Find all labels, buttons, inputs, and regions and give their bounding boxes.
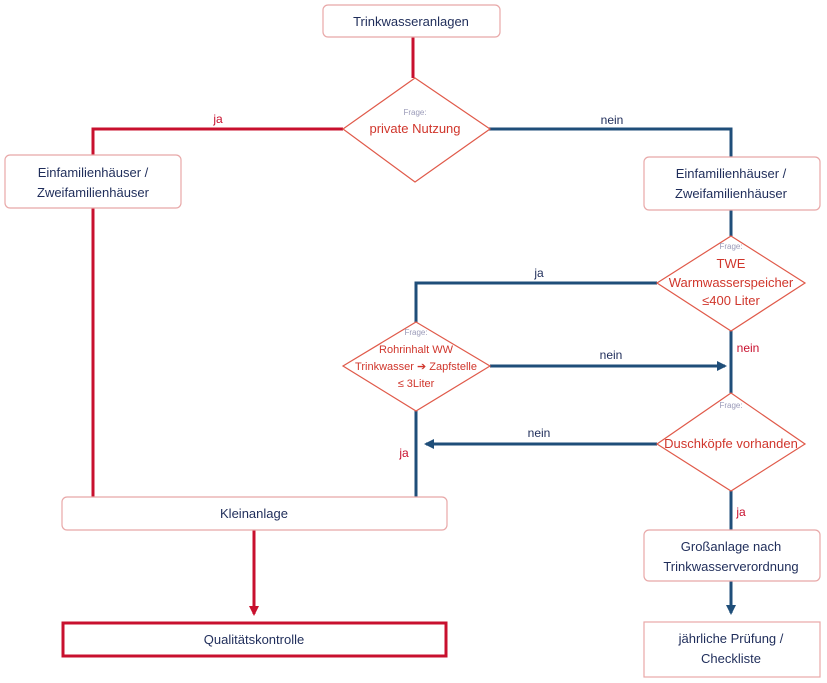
label-rohr-ja: ja: [398, 446, 409, 460]
question-rohrinhalt: Frage: Rohrinhalt WW Trinkwasser ➔ Zapfs…: [341, 321, 492, 412]
node-grossanlage: Großanlage nach Trinkwasserverordnung: [643, 529, 821, 582]
node-right-houses-line2: Zweifamilienhäuser: [675, 186, 788, 201]
node-pruefung: jährliche Prüfung / Checkliste: [643, 621, 821, 678]
label-private-nein: nein: [601, 113, 624, 127]
node-grossanlage-line1: Großanlage nach: [681, 539, 781, 554]
label-dusch-ja: ja: [735, 505, 746, 519]
node-qualitaetskontrolle-label: Qualitätskontrolle: [204, 632, 304, 647]
question-rohrinhalt-line2: Trinkwasser ➔ Zapfstelle: [355, 361, 477, 373]
question-private-nutzung-label: private Nutzung: [369, 121, 460, 136]
node-pruefung-line2: Checkliste: [701, 651, 761, 666]
node-kleinanlage-label: Kleinanlage: [220, 506, 288, 521]
node-pruefung-line1: jährliche Prüfung /: [678, 631, 784, 646]
question-rohrinhalt-line3: ≤ 3Liter: [398, 378, 435, 390]
question-duschkoepfe-label: Duschköpfe vorhanden: [664, 436, 798, 451]
question-twe-line3: ≤400 Liter: [702, 293, 760, 308]
label-rohr-nein: nein: [600, 348, 623, 362]
label-private-ja: ja: [212, 112, 223, 126]
connector-private-nein: [486, 127, 733, 157]
edge-labels: ja nein ja nein nein nein ja ja: [212, 112, 759, 519]
question-duschkoepfe: Frage: Duschköpfe vorhanden: [655, 392, 807, 492]
node-kleinanlage: Kleinanlage: [61, 496, 448, 531]
connectors: [91, 37, 736, 616]
node-trinkwasseranlagen: Trinkwasseranlagen: [322, 4, 501, 38]
node-right-houses: Einfamilienhäuser / Zweifamilienhäuser: [643, 156, 821, 211]
node-grossanlage-line2: Trinkwasserverordnung: [663, 559, 798, 574]
question-private-nutzung: Frage: private Nutzung: [341, 77, 492, 183]
node-qualitaetskontrolle: Qualitätskontrolle: [61, 621, 448, 658]
question-prefix: Frage:: [719, 242, 742, 251]
question-prefix: Frage:: [404, 328, 427, 337]
question-twe: Frage: TWE Warmwasserspeicher ≤400 Liter: [655, 235, 807, 332]
node-trinkwasseranlagen-label: Trinkwasseranlagen: [353, 14, 469, 29]
question-twe-line1: TWE: [717, 256, 746, 271]
connector-private-ja: [91, 127, 343, 157]
question-prefix: Frage:: [719, 401, 742, 410]
node-left-houses-line1: Einfamilienhäuser /: [38, 165, 149, 180]
node-left-houses-line2: Zweifamilienhäuser: [37, 185, 150, 200]
question-rohrinhalt-line1: Rohrinhalt WW: [379, 344, 454, 356]
connector-twe-ja: [414, 281, 657, 322]
label-dusch-nein: nein: [528, 426, 551, 440]
question-prefix: Frage:: [403, 108, 426, 117]
label-twe-ja: ja: [533, 266, 544, 280]
node-left-houses: Einfamilienhäuser / Zweifamilienhäuser: [4, 154, 182, 209]
node-right-houses-line1: Einfamilienhäuser /: [676, 166, 787, 181]
question-twe-line2: Warmwasserspeicher: [669, 275, 794, 290]
label-twe-nein: nein: [737, 341, 760, 355]
